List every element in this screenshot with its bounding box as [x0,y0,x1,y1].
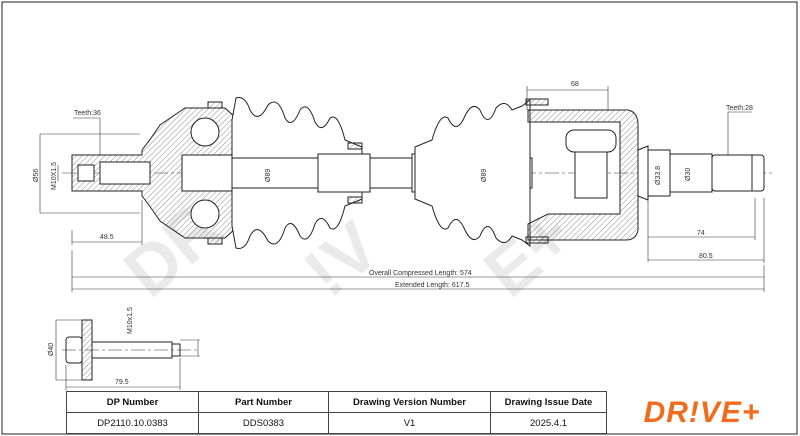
header-drawing-version: Drawing Version Number [328,391,491,413]
stub-shaft [647,149,765,197]
dp-number-value: DP2110.10.0383 [66,412,199,434]
header-issue-date: Drawing Issue Date [490,391,607,413]
inner-boot [414,99,531,247]
header-part-number: Part Number [198,391,329,413]
stub-length-1-label: 74 [697,230,705,237]
outer-length-label: 48.5 [100,234,114,241]
stub-diameter-2-label: Ø30 [685,168,692,181]
drive-plus-logo: DR!VE+ [643,396,761,429]
outer-diameter-label: Ø56 [33,169,40,182]
bolt-thread-label: M10x1.5 [127,307,134,334]
outer-thread-label: M10X1.5 [51,162,58,190]
stub-diameter-1-label: Ø33.8 [655,166,662,185]
title-block-value-row: DP2110.10.0383 DDS0383 V1 2025.4.1 [66,412,607,434]
inner-housing-label: 68 [571,81,579,88]
part-number-value: DDS0383 [198,412,329,434]
title-block: DP Number Part Number Drawing Version Nu… [66,391,607,434]
bolt-drawing [55,319,200,390]
compressed-length-label: Overall Compressed Length: 574 [369,270,472,277]
bolt-diameter-label: Ø40 [48,343,55,356]
boot-diameter-outer-label: Ø89 [265,169,272,182]
title-block-header-row: DP Number Part Number Drawing Version Nu… [66,391,607,413]
issue-date-value: 2025.4.1 [490,412,607,434]
dimension-lines [39,86,765,292]
stub-length-2-label: 80.5 [699,253,713,260]
bolt-length-label: 79.5 [115,379,129,386]
drawing-version-value: V1 [328,412,491,434]
header-dp-number: DP Number [66,391,199,413]
teeth-inner-label: Teeth:28 [726,105,753,112]
extended-length-label: Extended Length: 617.5 [395,282,469,289]
teeth-outer-label: Teeth:36 [74,110,101,117]
outer-cv-joint [71,107,237,239]
inner-tripod-joint [527,109,649,241]
boot-diameter-inner-label: Ø89 [481,169,488,182]
